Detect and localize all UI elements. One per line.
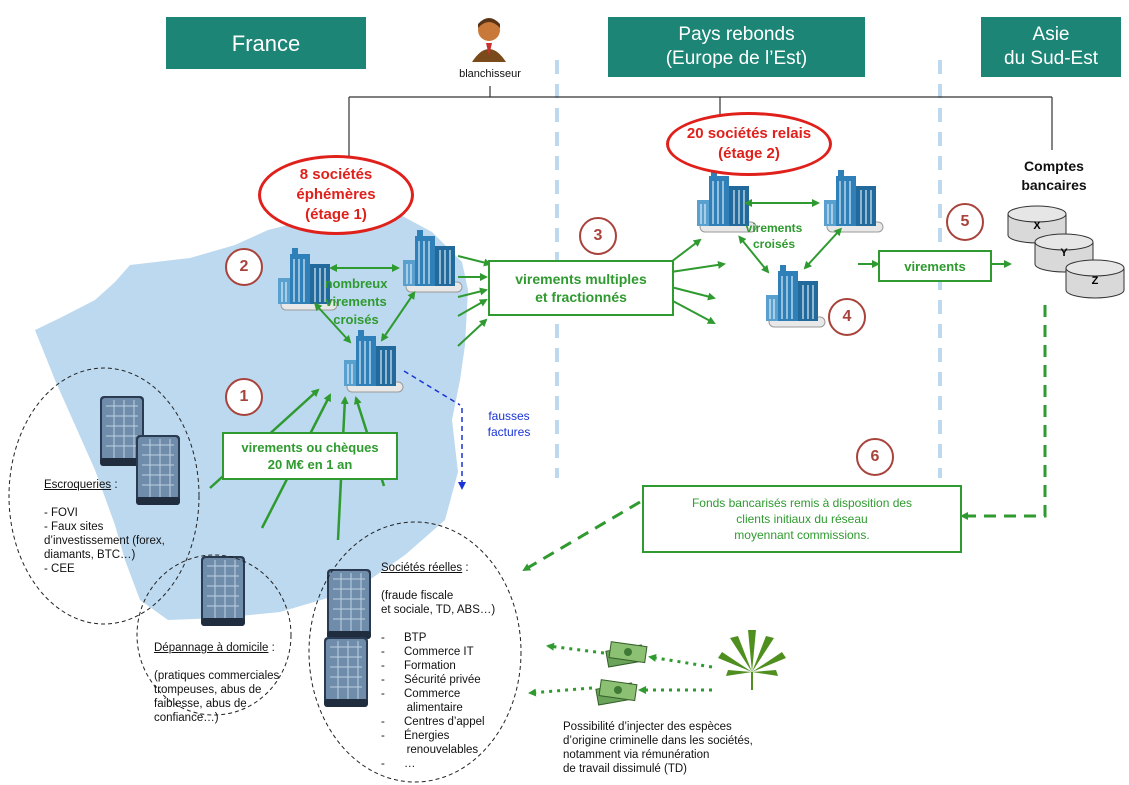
account-y-label: Y	[1060, 247, 1068, 259]
france-map-shape	[35, 212, 468, 620]
step-2-badge: 2	[225, 248, 263, 286]
launderer-label: blanchisseur	[459, 68, 521, 80]
inflow-transfers-box: virements ou chèques 20 M€ en 1 an	[222, 432, 398, 480]
multi-transfer-arrows	[457, 238, 726, 347]
multi-transfers-box: virements multiples et fractionnés	[488, 260, 674, 316]
step-6-badge: 6	[856, 438, 894, 476]
scams-title: Escroqueries	[44, 479, 112, 491]
stage2-label: 20 sociétés relais (étage 2)	[666, 112, 832, 176]
step-3-badge: 3	[579, 217, 617, 255]
repair-text: Dépannage à domicile : (pratiques commer…	[154, 627, 304, 725]
cash-bundle-1-icon	[605, 641, 648, 668]
bank-accounts-title: Comptes bancaires	[1021, 158, 1087, 193]
cash-bundle-2-icon	[595, 679, 638, 706]
repair-server-icon	[200, 555, 246, 627]
repair-body: (pratiques commerciales trompeuses, abus…	[154, 670, 280, 724]
stage1-label: 8 sociétés éphémères (étage 1)	[258, 155, 414, 235]
repair-title: Dépannage à domicile	[154, 642, 269, 654]
real-companies-title: Sociétés réelles	[381, 562, 463, 574]
step-1-badge: 1	[225, 378, 263, 416]
cross-transfer-arrows-france	[313, 264, 416, 344]
fake-invoice-arrow	[403, 370, 461, 406]
asia-transfers-box: virements	[878, 250, 992, 282]
real-companies-group-outline	[308, 521, 522, 783]
real-companies-text: Sociétés réelles : (fraude fiscale et so…	[381, 547, 516, 771]
real-companies-title-suffix: :	[462, 562, 469, 574]
cross-transfer-arrows-est	[738, 199, 843, 274]
account-z-label: Z	[1091, 275, 1099, 287]
region-france-header: France	[166, 17, 366, 69]
repair-title-suffix: :	[268, 642, 275, 654]
real-companies-items: - BTP - Commerce IT - Formation - Sécuri…	[381, 632, 485, 770]
repair-group-outline	[136, 554, 292, 716]
funds-returned-box: Fonds bancarisés remis à disposition des…	[642, 485, 962, 553]
fake-invoices-label: fausses factures	[487, 409, 531, 439]
step-4-badge: 4	[828, 298, 866, 336]
scams-items: - FOVI - Faux sites d’investissement (fo…	[44, 507, 165, 575]
cannabis-leaf-icon	[718, 630, 786, 690]
funds-return-arrow	[960, 305, 1047, 520]
cross-transfers-france-label: nombreux virements croisés	[324, 276, 388, 327]
region-separator-lines	[555, 60, 942, 478]
account-z-shape	[1065, 259, 1125, 299]
scams-group-outline	[8, 367, 200, 625]
account-x-label: X	[1033, 220, 1041, 232]
region-rebond-header: Pays rebonds (Europe de l’Est)	[608, 17, 865, 77]
real-company-server-1-icon	[326, 568, 372, 640]
bank-account-cylinders	[1007, 205, 1125, 299]
real-companies-body: (fraude fiscale et sociale, TD, ABS…)	[381, 590, 496, 616]
scams-title-suffix: :	[111, 479, 118, 491]
scams-text: Escroqueries : - FOVI - Faux sites d’inv…	[44, 464, 194, 576]
relay-company-3-icon	[765, 264, 826, 328]
relay-company-2-icon	[823, 169, 884, 233]
cash-injection-note: Possibilité d’injecter des espèces d’ori…	[563, 721, 753, 775]
cross-transfers-est-label: virements croisés	[745, 221, 803, 251]
launderer-icon	[472, 18, 506, 62]
real-company-server-2-icon	[323, 636, 369, 708]
step-5-badge: 5	[946, 203, 984, 241]
funds-to-real-arrow	[522, 500, 641, 572]
region-asia-header: Asie du Sud-Est	[981, 17, 1121, 77]
cash-injection-arrows	[528, 642, 713, 697]
